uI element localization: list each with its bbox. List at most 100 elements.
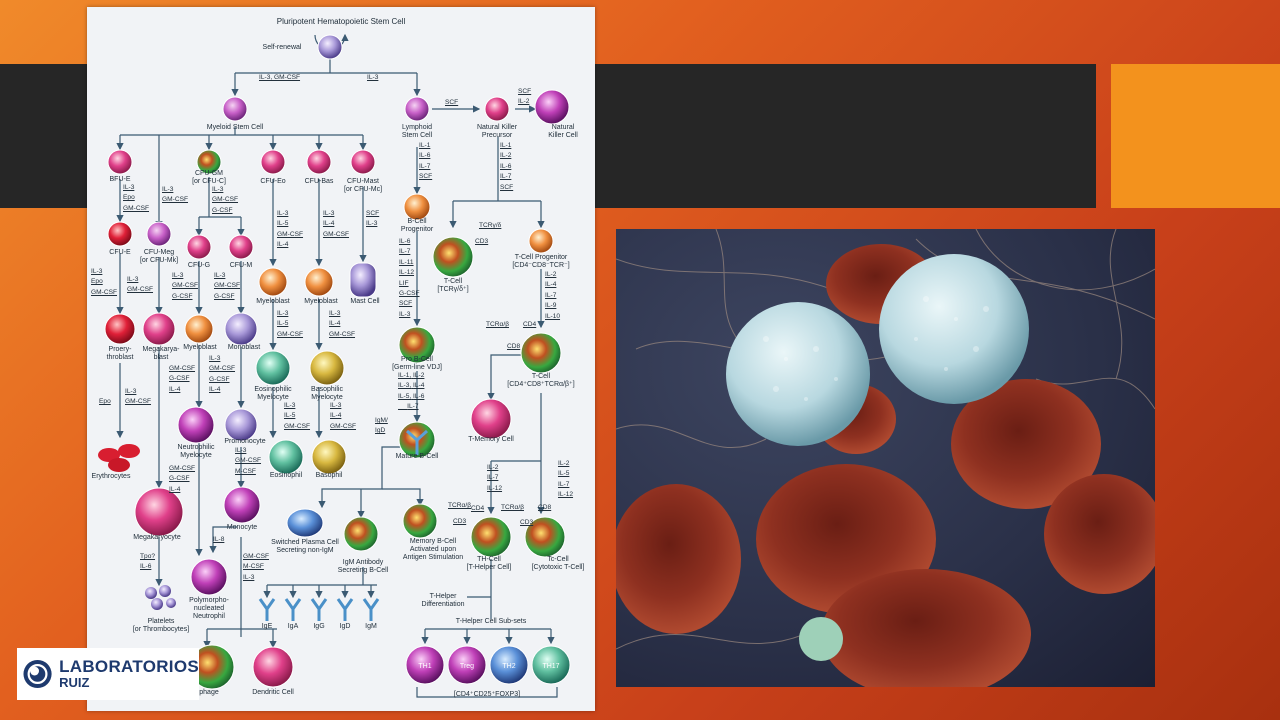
t-progenitor-label: T-Cell Progenitor[CD4⁻CD8⁻TCR⁻] <box>512 254 570 269</box>
eos-myelocyte-cell <box>255 350 291 386</box>
laboratorios-ruiz-logo: LABORATORIOS RUIZ <box>17 648 199 700</box>
cfu-bas-cell <box>306 149 332 175</box>
th-cd4-label: CD4 <box>471 505 485 512</box>
cd4-label: CD4 <box>523 321 537 328</box>
bfu-e-cell <box>107 149 133 175</box>
epo-cytokine: Epo <box>99 398 111 405</box>
tc-cd3-label: CD3 <box>520 519 534 526</box>
lymphoid-stem-cell <box>404 96 430 122</box>
t-cell-gd-label: T-Cell[TCRγ/δ⁺] <box>437 278 469 293</box>
blood-cells-micrograph <box>616 229 1155 687</box>
self-renewal-label: Self-renewal <box>262 44 302 51</box>
megakaryoblast-cell <box>142 312 176 346</box>
erythrocyte-discs <box>98 444 140 472</box>
t-memory-label: T-Memory Cell <box>468 436 514 443</box>
myeloblast-eo-cell <box>258 267 288 297</box>
th-subsets-label: T-Helper Cell Sub-sets <box>455 618 527 625</box>
basophil-label: Basophil <box>315 472 343 479</box>
treg-cell <box>447 645 487 685</box>
il8-cytokine: IL-8 <box>213 536 225 543</box>
cfu-meg-cell <box>146 221 172 247</box>
igm-secreting-cell <box>343 516 379 552</box>
pro-b-cell <box>398 326 436 364</box>
eosinophil-label: Eosinophil <box>269 472 303 479</box>
neutrophil-cell <box>190 558 228 596</box>
cfu-mast-cell <box>350 149 376 175</box>
tcr-ab-label: TCRα/β <box>486 321 509 328</box>
dendritic-cell <box>252 646 294 688</box>
tcr-gd-label: TCRγ/δ <box>479 222 502 229</box>
th-cd3-label: CD3 <box>453 518 467 525</box>
cfu-bas-label: CFU-Bas <box>304 178 334 185</box>
t-cell-dp-label: T-Cell[CD4⁺CD8⁺TCRα/β⁺] <box>507 373 575 388</box>
b-progenitor-cell <box>403 193 431 221</box>
tc-tcr-label: TCRα/β <box>501 504 524 511</box>
t-memory-cell <box>470 398 512 440</box>
basophil-cell <box>311 439 347 475</box>
cfu-eo-cell <box>260 149 286 175</box>
tc-cd8-label: CD8 <box>538 504 552 511</box>
tpo-cytokines: Tpo?IL-6 <box>140 553 156 571</box>
antibody-shapes <box>258 429 429 621</box>
scf-nk-cytokine: SCF <box>445 99 459 106</box>
antibody-igg: IgG <box>313 623 325 630</box>
nk-cell <box>534 89 570 125</box>
t-cell-dp <box>520 332 562 374</box>
t-cell-gd <box>432 236 474 278</box>
promonocyte-cell <box>224 408 258 442</box>
proerythroblast-label: Proery-throblast <box>106 346 134 361</box>
cfu-m-label: CFU-M <box>229 262 253 269</box>
cfu-gm-cell <box>196 149 222 175</box>
mast-cell <box>349 262 377 298</box>
cfu-m-cell <box>228 234 254 260</box>
cfu-e-cell <box>107 221 133 247</box>
platelets-label: Platelets[or Thrombocytes] <box>132 618 190 633</box>
nk-precursor-cell <box>484 96 510 122</box>
bfu-e-label: BFU-E <box>109 176 131 183</box>
th-bottom-label: [CD4⁺CD25⁺FOXP3] <box>453 691 521 698</box>
cell-texture <box>763 296 989 401</box>
micrograph-drawing <box>616 229 1155 687</box>
myeloblast-bas-label: Myeloblast <box>304 298 338 305</box>
myeloblast-eo-label: Myeloblast <box>256 298 290 305</box>
red-blood-cells <box>616 244 1155 687</box>
myeloblast-g-label: Myeloblast <box>183 344 217 351</box>
antibody-ige: IgE <box>261 623 273 630</box>
myeloid-stem-cell <box>222 96 248 122</box>
pro-b-label: Pro B-Cell[Germ-line VDJ] <box>392 356 442 371</box>
th2-cell <box>489 645 529 685</box>
cfu-g-cell <box>186 234 212 260</box>
igm-igd-label: IgM/IgD <box>375 417 388 435</box>
top-left-cytokines: IL-3, GM-CSF <box>259 74 301 81</box>
th-cell-label: TH-Cell[T-Helper Cell] <box>466 556 512 571</box>
bas-myelocyte-cell <box>309 350 345 386</box>
cfu-g-label: CFU-G <box>187 262 211 269</box>
th17-cell <box>531 645 571 685</box>
megakaryocyte-label: Megakaryocyte <box>133 534 181 541</box>
dendritic-label: Dendritic Cell <box>252 689 294 696</box>
cd8-label: CD8 <box>507 343 521 350</box>
